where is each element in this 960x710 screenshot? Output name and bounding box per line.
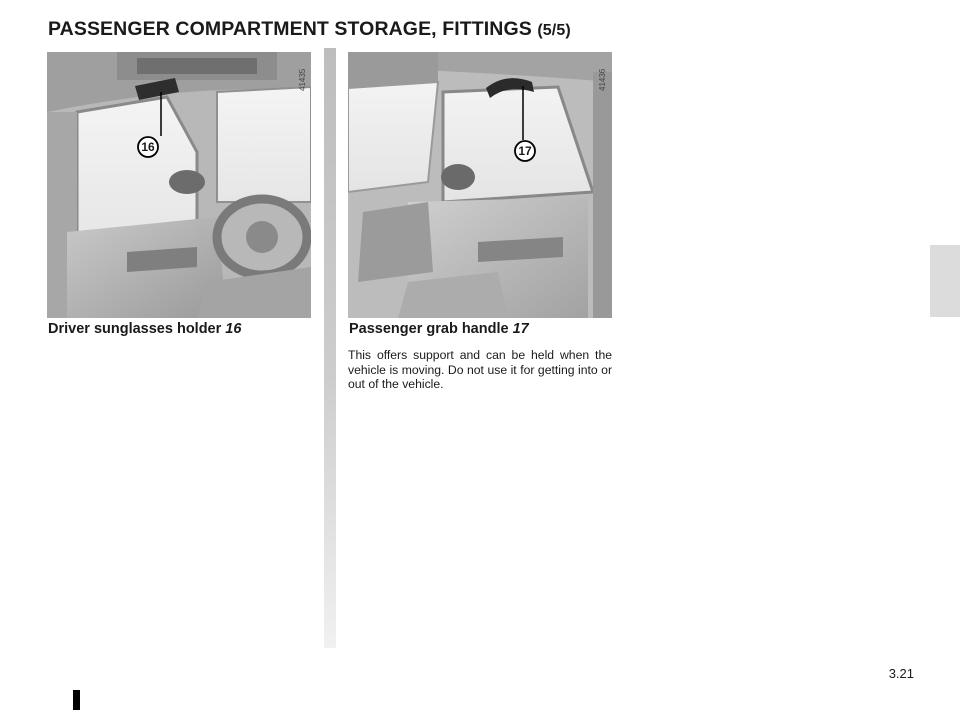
caption-passenger-grab-handle: Passenger grab handle 17 [349, 321, 529, 337]
caption-driver-sunglasses-holder: Driver sunglasses holder 16 [48, 321, 241, 337]
page-number: 3.21 [888, 666, 914, 681]
figure-code-right: 41436 [598, 68, 607, 92]
passenger-interior-illustration [348, 52, 612, 318]
chapter-side-tab [930, 245, 960, 317]
caption-right-ref: 17 [512, 321, 529, 337]
callout-17-label: 17 [518, 144, 532, 158]
page-part-indicator: (5/5) [537, 22, 571, 39]
caption-left-ref: 16 [225, 321, 242, 337]
figure-driver-sunglasses-holder: 16 [47, 52, 311, 318]
figure-code-left: 41435 [298, 68, 307, 92]
corner-mark [73, 690, 80, 710]
grab-handle-description: This offers support and can be held when… [348, 348, 612, 391]
column-divider [324, 48, 336, 648]
figure-passenger-grab-handle: 17 [348, 52, 612, 318]
caption-left-text: Driver sunglasses holder [48, 321, 222, 337]
driver-interior-illustration [47, 52, 311, 318]
page-title-text: PASSENGER COMPARTMENT STORAGE, FITTINGS [48, 18, 532, 40]
callout-16-label: 16 [141, 140, 155, 154]
caption-right-text: Passenger grab handle [349, 321, 509, 337]
page-title: PASSENGER COMPARTMENT STORAGE, FITTINGS … [48, 18, 571, 41]
callout-16-circle-icon [137, 136, 159, 158]
callout-17-circle-icon [514, 140, 536, 162]
